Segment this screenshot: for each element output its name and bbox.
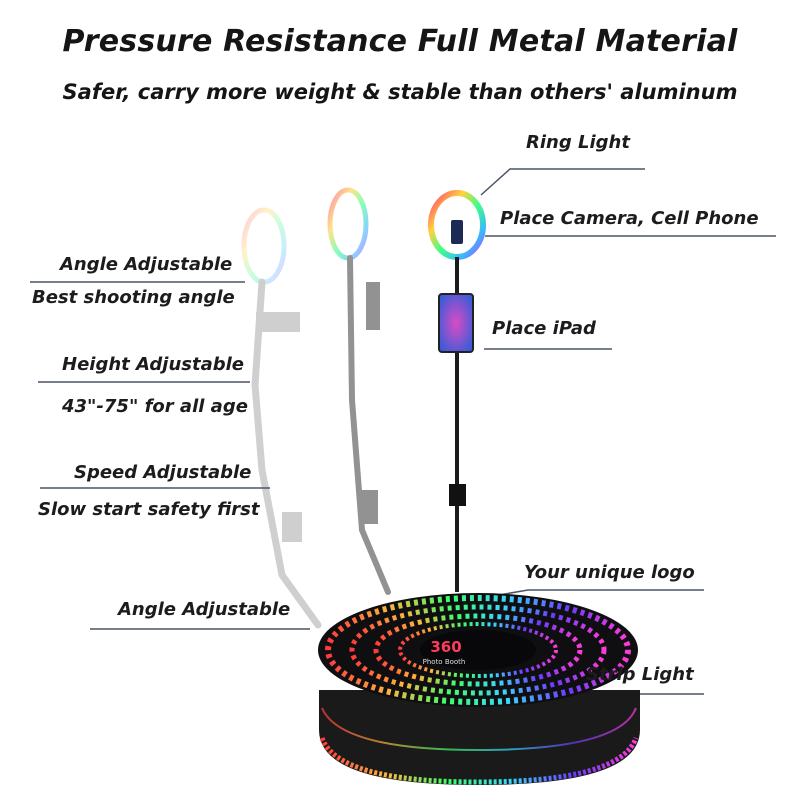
slow-start-label: Slow start safety first xyxy=(38,499,260,520)
leader-lines xyxy=(30,168,776,695)
platform-logo-caption: Photo Booth xyxy=(423,658,466,666)
remote-box xyxy=(449,484,466,506)
ghost-arm-far xyxy=(241,207,322,629)
page-title: Pressure Resistance Full Metal Material xyxy=(62,24,738,59)
ghost-arm-mid xyxy=(327,187,391,595)
photo-booth-platform: 360 Photo Booth xyxy=(318,593,640,785)
ring-light-label: Ring Light xyxy=(526,132,630,153)
tablet-icon xyxy=(438,293,474,353)
angle-adjustable-top-label: Angle Adjustable xyxy=(60,254,233,275)
platform-logo-number: 360 xyxy=(430,638,461,656)
place-camera-label: Place Camera, Cell Phone xyxy=(500,208,759,229)
best-shooting-angle-label: Best shooting angle xyxy=(32,287,235,308)
main-light-pole xyxy=(428,190,486,592)
height-range-label: 43"-75" for all age xyxy=(62,396,248,417)
speed-adjustable-label: Speed Adjustable xyxy=(74,462,252,483)
page-subtitle: Safer, carry more weight & stable than o… xyxy=(62,80,738,104)
place-ipad-label: Place iPad xyxy=(492,318,596,339)
your-unique-logo-label: Your unique logo xyxy=(524,562,695,583)
phone-holder-icon xyxy=(451,220,463,244)
angle-adjustable-bottom-label: Angle Adjustable xyxy=(118,599,291,620)
height-adjustable-label: Height Adjustable xyxy=(62,354,244,375)
strip-light-label: Strip Light xyxy=(586,664,694,685)
